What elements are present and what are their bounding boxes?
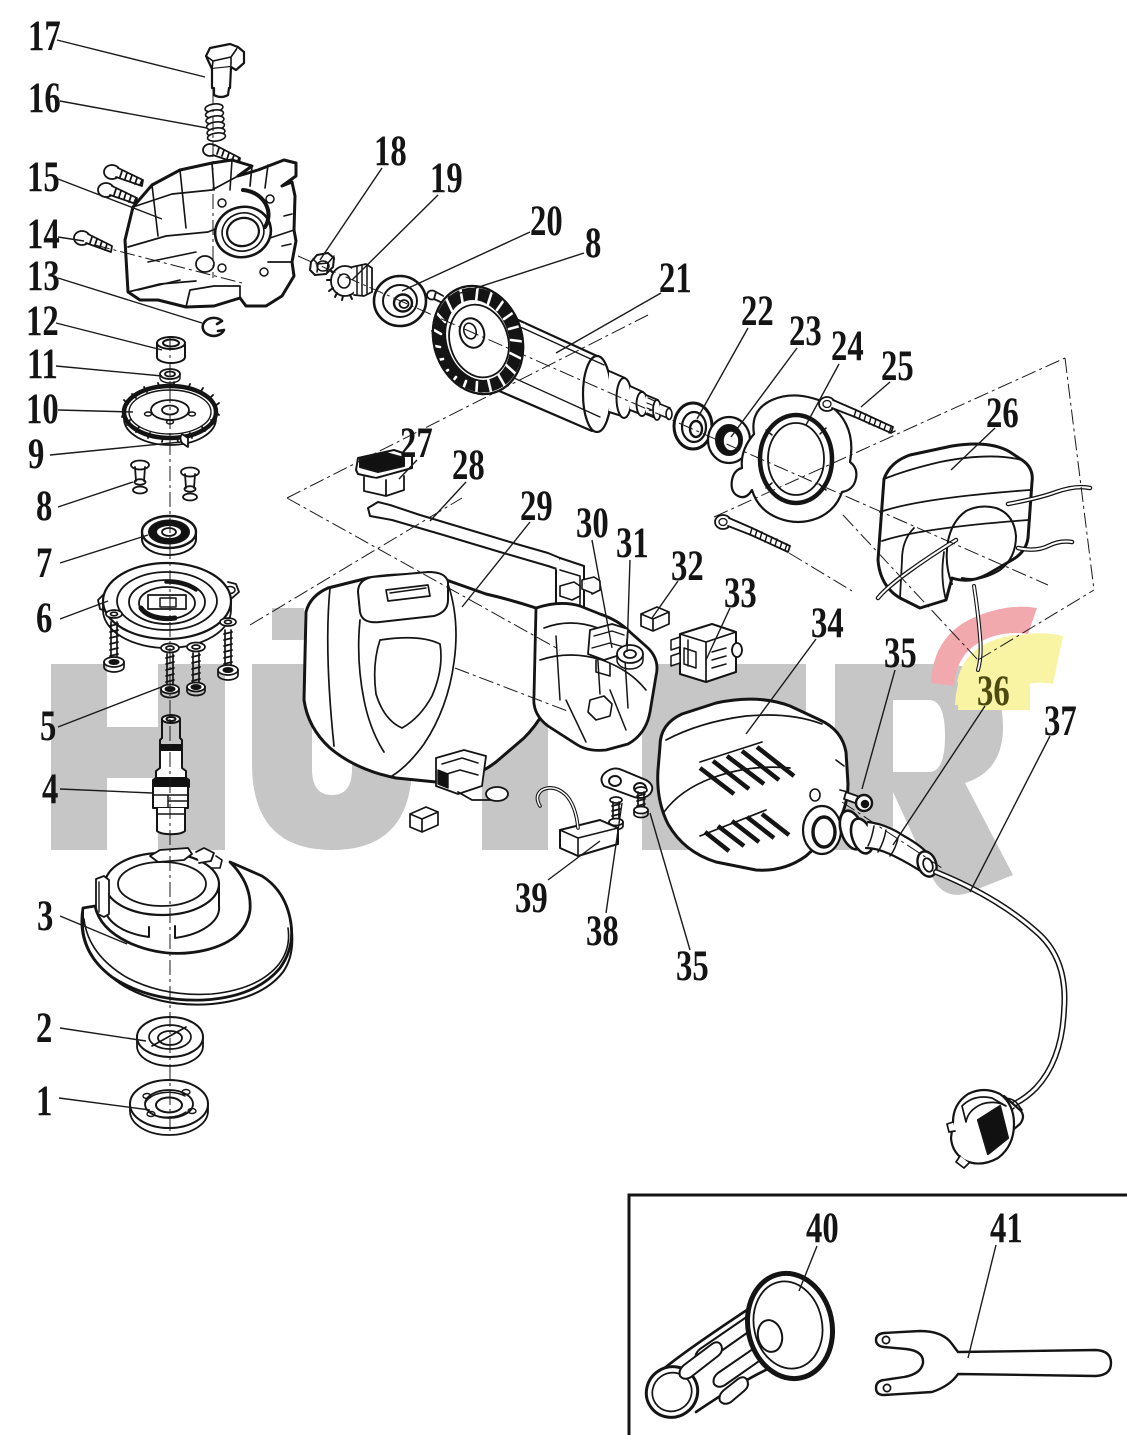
svg-text:39: 39: [515, 875, 548, 922]
svg-text:36: 36: [977, 668, 1010, 715]
svg-text:11: 11: [27, 341, 58, 388]
svg-text:29: 29: [520, 483, 553, 530]
svg-text:15: 15: [27, 154, 60, 201]
svg-text:12: 12: [26, 298, 59, 345]
svg-text:41: 41: [990, 1205, 1023, 1252]
svg-text:14: 14: [27, 211, 60, 258]
svg-text:37: 37: [1044, 698, 1077, 745]
svg-text:10: 10: [26, 386, 59, 433]
svg-text:8: 8: [36, 483, 52, 530]
svg-text:5: 5: [40, 703, 56, 750]
svg-text:40: 40: [806, 1205, 839, 1252]
svg-text:9: 9: [28, 431, 44, 478]
svg-text:19: 19: [430, 155, 463, 202]
svg-text:16: 16: [28, 75, 61, 122]
svg-text:33: 33: [724, 570, 757, 617]
svg-text:8: 8: [585, 220, 601, 267]
svg-text:23: 23: [789, 308, 822, 355]
svg-text:24: 24: [831, 323, 864, 370]
svg-text:25: 25: [881, 343, 914, 390]
svg-text:34: 34: [811, 600, 844, 647]
svg-text:38: 38: [586, 908, 619, 955]
svg-text:17: 17: [28, 13, 61, 60]
svg-text:6: 6: [36, 595, 52, 642]
svg-text:28: 28: [452, 442, 485, 489]
svg-text:27: 27: [400, 420, 433, 467]
svg-text:20: 20: [530, 198, 563, 245]
svg-text:32: 32: [671, 543, 704, 590]
svg-text:30: 30: [576, 500, 609, 547]
svg-text:7: 7: [36, 540, 52, 587]
svg-text:31: 31: [616, 520, 649, 567]
svg-text:35: 35: [676, 943, 709, 990]
svg-text:3: 3: [37, 893, 53, 940]
svg-text:2: 2: [36, 1005, 52, 1052]
svg-text:22: 22: [741, 288, 774, 335]
svg-text:26: 26: [986, 390, 1019, 437]
svg-text:18: 18: [374, 128, 407, 175]
svg-text:35: 35: [884, 630, 917, 677]
svg-text:13: 13: [27, 253, 60, 300]
svg-text:1: 1: [36, 1078, 52, 1125]
svg-text:21: 21: [659, 255, 692, 302]
svg-text:4: 4: [42, 766, 58, 813]
